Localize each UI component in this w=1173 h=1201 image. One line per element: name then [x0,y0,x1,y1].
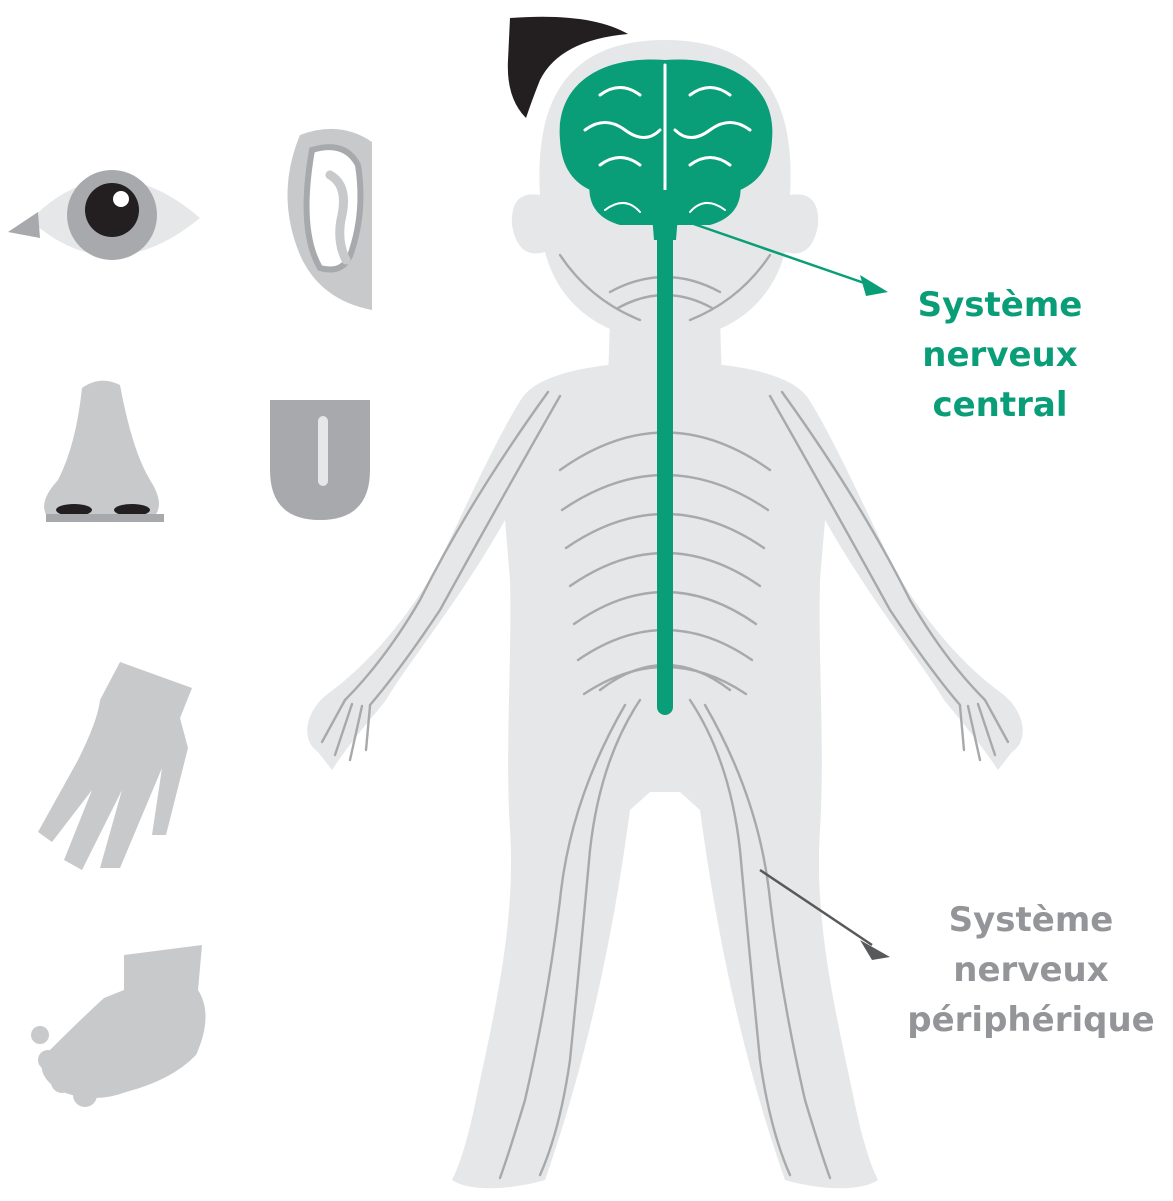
pns-label-line-1: Système [895,895,1167,945]
pns-label: Système nerveux périphérique [895,895,1167,1045]
ear-icon [288,129,373,310]
foot-icon [31,945,206,1107]
hand-icon [38,662,192,870]
cns-label-line-3: central [875,380,1125,430]
tongue-icon [270,400,370,520]
pns-label-line-2: nerveux [895,945,1167,995]
eye-icon [8,170,200,260]
cns-label-line-2: nerveux [875,330,1125,380]
pns-label-line-3: périphérique [895,995,1167,1045]
cns-label: Système nerveux central [875,280,1125,430]
nose-icon [44,381,164,522]
spinal-cord [657,230,673,715]
cns-label-line-1: Système [875,280,1125,330]
